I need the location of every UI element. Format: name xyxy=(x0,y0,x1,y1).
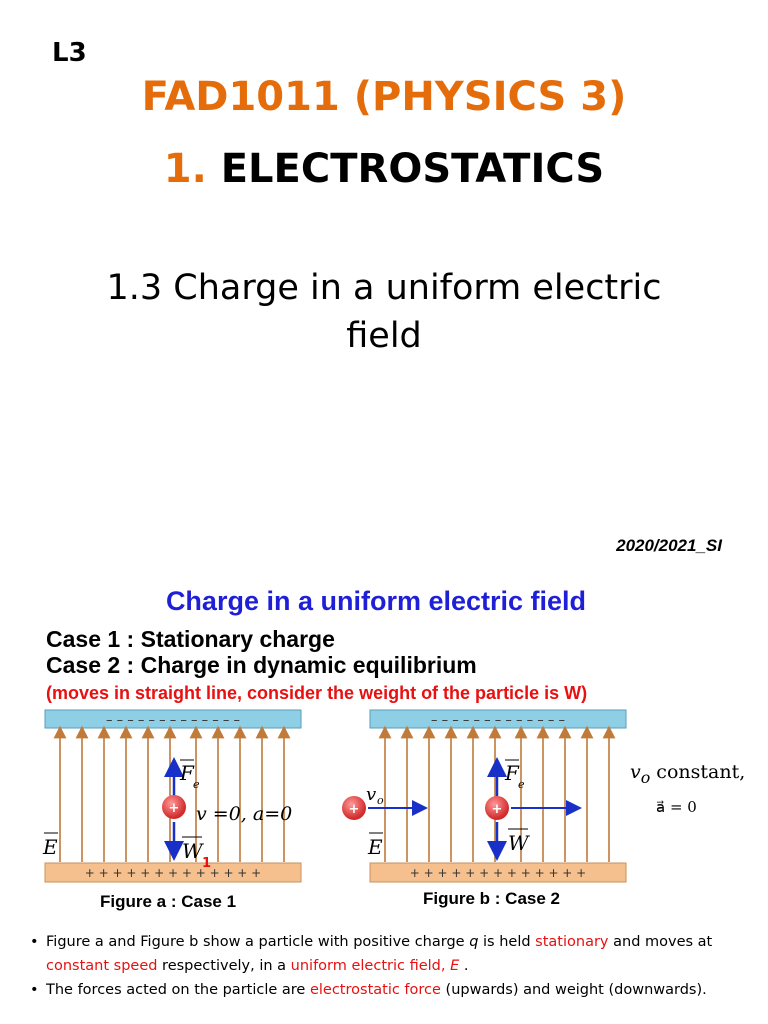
slide-title: Charge in a uniform electric field xyxy=(165,586,587,616)
bullet-1-text-1: Figure a and Figure b show a particle wi… xyxy=(46,934,470,950)
bullet-2-text-1: The forces acted on the particle are xyxy=(46,982,310,998)
state-label-a: v =0, a=0 xyxy=(196,803,292,825)
case-1-label: Case 1 : Stationary charge xyxy=(46,626,335,652)
charge-sign-a: + xyxy=(169,801,180,816)
chapter-number: 1. xyxy=(163,146,207,192)
positive-plate-a xyxy=(44,862,302,883)
velocity-label-b: v xyxy=(366,784,376,805)
v0-constant-text: constant, xyxy=(650,761,746,783)
positive-plate-b xyxy=(369,862,627,883)
bullet-list: Figure a and Figure b show a particle wi… xyxy=(30,930,742,1002)
field-label-a: E xyxy=(42,835,58,859)
bullet-1-E: E xyxy=(450,958,460,974)
positive-charge-a xyxy=(162,795,186,819)
bullet-1-constant-speed: constant speed xyxy=(46,958,158,974)
velocity-sub-b: o xyxy=(377,794,384,807)
figure-b-caption: Figure b : Case 2 xyxy=(423,889,560,908)
v0-symbol: v xyxy=(630,761,641,783)
bullet-1-text-5: . xyxy=(459,958,469,974)
course-title: FAD1011 (PHYSICS 3) xyxy=(141,74,627,120)
subtopic-line2: field xyxy=(346,316,422,356)
negative-plate-signs-b: – – – – – – – – – – – – – xyxy=(431,713,565,728)
bullet-1-uniform-field: uniform electric field, xyxy=(290,958,451,974)
v0-sub: o xyxy=(640,767,651,787)
v0-constant-label: vo constant, xyxy=(630,761,745,787)
positive-plate-signs-a: + + + + + + + + + + + + + xyxy=(85,866,261,880)
bullet-1: Figure a and Figure b show a particle wi… xyxy=(30,930,742,978)
incoming-charge-b xyxy=(342,796,366,820)
subtopic-title: 1.3 Charge in a uniform electric field xyxy=(0,264,768,360)
figure-a: – – – – – – – – – – – – – + + + + + + + … xyxy=(42,709,302,883)
incoming-charge-sign-b: + xyxy=(349,802,360,817)
bullet-1-q: q xyxy=(469,934,479,950)
weight-label-b: W xyxy=(508,831,530,855)
bullet-2-electrostatic-force: electrostatic force xyxy=(309,982,441,998)
figure-a-caption: Figure a : Case 1 xyxy=(100,892,237,911)
bullet-2-text-2: (upwards) and weight (downwards). xyxy=(440,982,707,998)
acceleration-label: a⃗ = 0 xyxy=(656,798,697,816)
figure-b: – – – – – – – – – – – – – + + + + + + + … xyxy=(342,709,627,883)
bullet-1-text-2: is held xyxy=(478,934,536,950)
positive-charge-b xyxy=(485,796,509,820)
force-label-a: F xyxy=(179,761,195,785)
session-label: 2020/2021_SI xyxy=(616,536,722,555)
lesson-code: L3 xyxy=(52,38,87,68)
force-sub-a: e xyxy=(193,778,200,791)
bullet-1-text-3: and moves at xyxy=(608,934,713,950)
force-label-b: F xyxy=(504,761,520,785)
subtopic-line1: 1.3 Charge in a uniform electric xyxy=(106,268,662,308)
negative-plate-signs-a: – – – – – – – – – – – – – xyxy=(106,713,240,728)
figures-diagram: – – – – – – – – – – – – – + + + + + + + … xyxy=(42,709,627,883)
page-mark: 1 xyxy=(202,856,212,871)
bullet-1-stationary: stationary xyxy=(535,934,609,950)
positive-plate-signs-b: + + + + + + + + + + + + + xyxy=(410,866,586,880)
field-lines-b xyxy=(378,725,616,862)
weight-label-a: W xyxy=(182,839,204,863)
case-2-label: Case 2 : Charge in dynamic equilibrium xyxy=(46,652,477,678)
force-sub-b: e xyxy=(518,778,525,791)
chapter-name: ELECTROSTATICS xyxy=(220,146,605,192)
charge-sign-b: + xyxy=(492,802,503,817)
chapter-title: 1. ELECTROSTATICS xyxy=(0,146,768,192)
field-label-b: E xyxy=(367,835,383,859)
case-note: (moves in straight line, consider the we… xyxy=(46,683,588,703)
bullet-1-text-4: respectively, in a xyxy=(157,958,291,974)
bullet-2: The forces acted on the particle are ele… xyxy=(30,978,742,1002)
